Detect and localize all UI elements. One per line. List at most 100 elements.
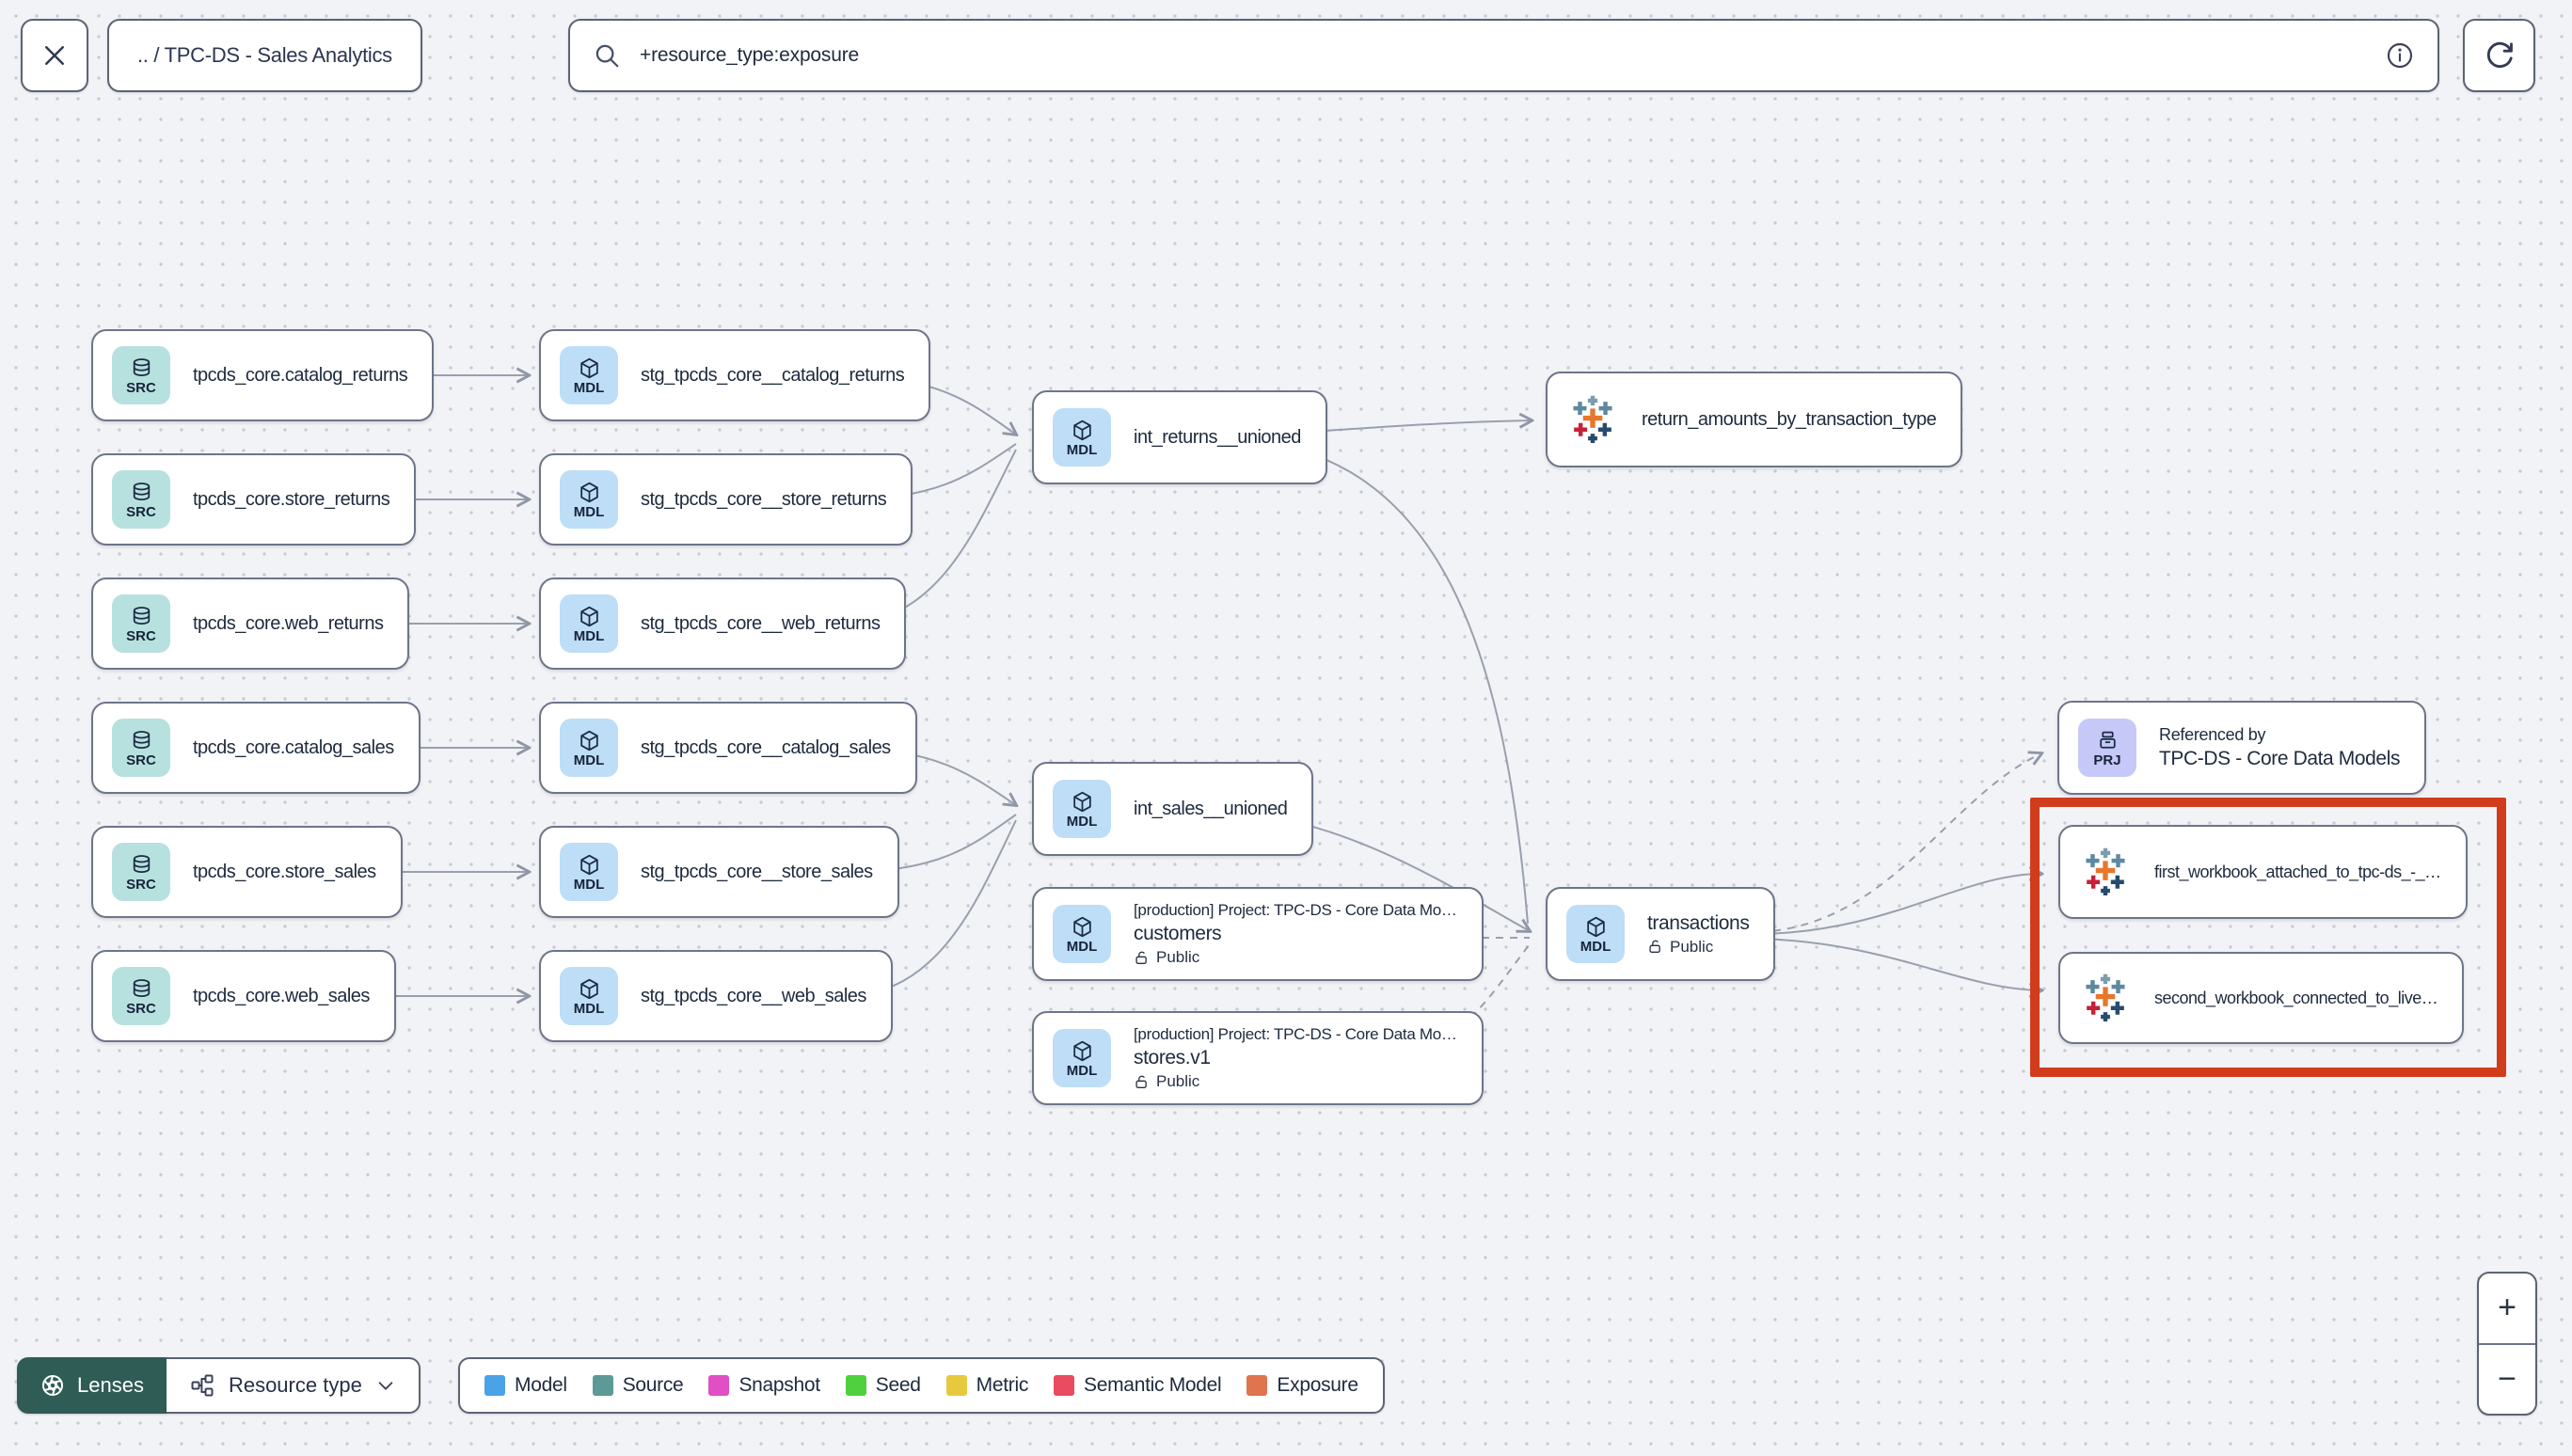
node-stg-web-sales[interactable]: MDL stg_tpcds_core__web_sales — [539, 950, 893, 1042]
node-tpcds-core-web-sales[interactable]: SRC tpcds_core.web_sales — [91, 950, 396, 1042]
refresh-icon — [2486, 41, 2513, 68]
aperture-icon — [41, 1374, 64, 1397]
node-stg-catalog-sales[interactable]: MDL stg_tpcds_core__catalog_sales — [539, 702, 917, 794]
legend-item: Source — [592, 1374, 684, 1397]
node-stores-v1[interactable]: MDL [production] Project: TPC-DS - Core … — [1032, 1011, 1484, 1105]
source-badge: SRC — [112, 967, 170, 1025]
node-label: int_sales__unioned — [1134, 798, 1288, 819]
tableau-icon — [2079, 972, 2132, 1024]
model-badge: MDL — [1053, 1029, 1111, 1087]
node-stg-store-sales[interactable]: MDL stg_tpcds_core__store_sales — [539, 826, 899, 918]
source-badge: SRC — [112, 843, 170, 901]
legend-swatch — [484, 1375, 505, 1396]
legend-label: Model — [515, 1374, 567, 1396]
model-badge: MDL — [1053, 408, 1111, 467]
tableau-icon — [1566, 393, 1619, 446]
node-transactions[interactable]: MDL transactions Public — [1546, 887, 1776, 981]
unlock-icon — [1647, 939, 1663, 955]
node-tpcds-core-store-sales[interactable]: SRC tpcds_core.store_sales — [91, 826, 403, 918]
node-label: second_workbook_connected_to_live… — [2154, 988, 2438, 1007]
node-stg-web-returns[interactable]: MDL stg_tpcds_core__web_returns — [539, 578, 907, 670]
node-label: customers — [1134, 923, 1222, 944]
legend-item: Metric — [945, 1374, 1028, 1397]
referenced-by-label: Referenced by — [2159, 725, 2266, 744]
database-icon — [130, 356, 153, 380]
legend-swatch — [845, 1375, 866, 1396]
search-input[interactable] — [638, 43, 2368, 68]
model-badge: MDL — [560, 470, 618, 529]
info-icon[interactable] — [2385, 40, 2415, 71]
legend-label: Seed — [875, 1374, 921, 1396]
database-icon — [130, 481, 153, 504]
lenses-control: Lenses Resource type — [17, 1357, 421, 1414]
source-badge: SRC — [112, 346, 170, 404]
legend-swatch — [1054, 1375, 1075, 1396]
node-label: stg_tpcds_core__catalog_sales — [641, 736, 891, 758]
legend-swatch — [1246, 1375, 1268, 1396]
node-tpcds-core-store-returns[interactable]: SRC tpcds_core.store_returns — [91, 453, 417, 546]
legend-swatch — [592, 1375, 613, 1396]
legend-item: Exposure — [1246, 1374, 1358, 1397]
node-second-workbook[interactable]: second_workbook_connected_to_live… — [2058, 952, 2465, 1044]
archive-box-icon — [2096, 729, 2120, 752]
model-badge: MDL — [1566, 905, 1625, 963]
cube-icon — [578, 853, 601, 877]
node-return-amounts-by-transaction-type[interactable]: return_amounts_by_transaction_type — [1546, 372, 1963, 467]
node-int-sales-unioned[interactable]: MDL int_sales__unioned — [1032, 762, 1314, 856]
source-badge: SRC — [112, 470, 170, 529]
cube-icon — [578, 356, 601, 380]
legend-label: Snapshot — [738, 1374, 820, 1396]
node-customers[interactable]: MDL [production] Project: TPC-DS - Core … — [1032, 887, 1484, 981]
refresh-button[interactable] — [2463, 19, 2535, 92]
node-label: tpcds_core.catalog_sales — [193, 736, 394, 758]
project-badge: PRJ — [2078, 719, 2136, 777]
resource-type-icon — [191, 1374, 214, 1397]
node-tpcds-core-catalog-sales[interactable]: SRC tpcds_core.catalog_sales — [91, 702, 421, 794]
lenses-button[interactable]: Lenses — [17, 1357, 167, 1414]
zoom-control: + − — [2477, 1272, 2537, 1416]
cube-icon — [1071, 1039, 1094, 1063]
close-button[interactable] — [21, 19, 88, 92]
node-tpcds-core-catalog-returns[interactable]: SRC tpcds_core.catalog_returns — [91, 329, 435, 421]
model-badge: MDL — [1053, 780, 1111, 838]
resource-type-label: Resource type — [228, 1373, 362, 1397]
node-label: TPC-DS - Core Data Models — [2159, 748, 2401, 769]
node-stg-catalog-returns[interactable]: MDL stg_tpcds_core__catalog_returns — [539, 329, 931, 421]
node-label: stg_tpcds_core__store_sales — [641, 861, 873, 882]
database-icon — [130, 853, 153, 877]
zoom-out-button[interactable]: − — [2498, 1360, 2516, 1397]
node-label: transactions — [1647, 911, 1750, 934]
breadcrumb-label: .. / TPC-DS - Sales Analytics — [137, 43, 392, 67]
node-label: stores.v1 — [1134, 1047, 1211, 1068]
legend-swatch — [945, 1375, 967, 1396]
model-badge: MDL — [560, 594, 618, 653]
database-icon — [130, 977, 153, 1001]
search-bar[interactable] — [568, 19, 2439, 92]
model-badge: MDL — [560, 719, 618, 777]
resource-type-button[interactable]: Resource type — [166, 1357, 421, 1414]
node-referenced-by-project[interactable]: PRJ Referenced by TPC-DS - Core Data Mod… — [2057, 701, 2427, 795]
node-tpcds-core-web-returns[interactable]: SRC tpcds_core.web_returns — [91, 578, 410, 670]
node-first-workbook[interactable]: first_workbook_attached_to_tpc-ds_-_… — [2058, 825, 2468, 919]
node-int-returns-unioned[interactable]: MDL int_returns__unioned — [1032, 390, 1327, 484]
exposure-highlight-box — [2030, 798, 2506, 1077]
chevron-down-icon — [378, 1382, 393, 1390]
database-icon — [130, 605, 153, 628]
node-label: tpcds_core.store_sales — [193, 861, 376, 882]
node-access: Public — [1134, 948, 1457, 967]
model-badge: MDL — [560, 967, 618, 1025]
breadcrumb[interactable]: .. / TPC-DS - Sales Analytics — [107, 19, 422, 92]
cube-icon — [578, 481, 601, 504]
node-stg-store-returns[interactable]: MDL stg_tpcds_core__store_returns — [539, 453, 913, 546]
node-project-context: [production] Project: TPC-DS - Core Data… — [1134, 901, 1457, 919]
cube-icon — [1071, 790, 1094, 814]
zoom-divider — [2479, 1342, 2535, 1345]
lenses-label: Lenses — [77, 1373, 144, 1397]
node-label: stg_tpcds_core__web_sales — [641, 985, 866, 1006]
node-label: tpcds_core.web_sales — [193, 985, 370, 1006]
zoom-in-button[interactable]: + — [2498, 1290, 2516, 1326]
source-badge: SRC — [112, 719, 170, 777]
legend-item: Model — [484, 1374, 567, 1397]
